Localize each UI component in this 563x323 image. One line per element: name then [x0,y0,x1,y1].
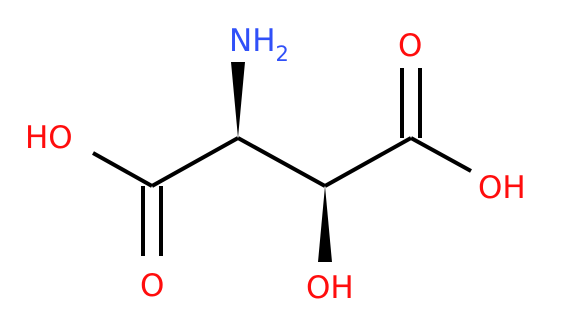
wedge-c3-oh [318,186,332,262]
bond-c2-c3 [237,136,326,188]
bond-c4-ohright [410,136,472,173]
atom-oh-right-label: OH [478,170,526,206]
bond-c3-c4 [324,136,412,188]
atom-o-right-label: O [398,28,422,64]
wedge-c2-nh2 [231,62,245,138]
atom-nh2-main: NH [229,23,276,59]
atom-nh2-subscript: 2 [276,42,289,66]
atom-oh-left-label: HO [25,120,73,156]
atom-o-left-label: O [140,268,164,304]
bond-c1-ohleft [92,151,153,188]
bonds [92,68,472,256]
atom-oh-middle-label: OH [306,270,354,306]
atom-nh2-label: NH2 [229,23,289,66]
bond-c1-c2 [151,136,239,188]
